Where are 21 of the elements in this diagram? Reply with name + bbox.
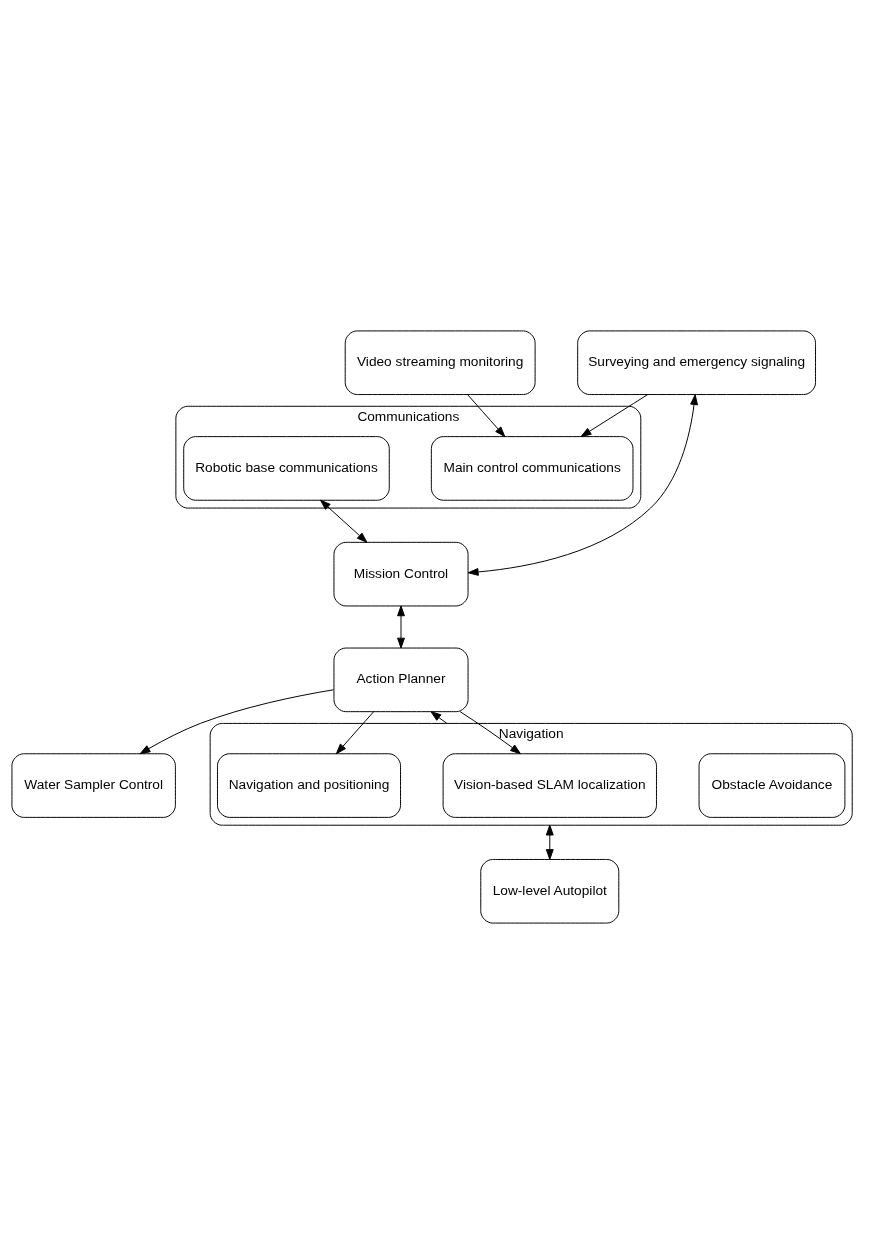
arrow — [467, 393, 506, 437]
arrow — [545, 824, 554, 860]
arrow — [397, 605, 405, 648]
node-box: Obstacle Avoidance — [698, 752, 846, 818]
arrow — [320, 499, 368, 543]
node-box: Robotic base communications — [183, 435, 390, 501]
arrow — [459, 710, 521, 754]
node-box: Low-level Autopilot — [480, 858, 620, 924]
node-box: Main control communications — [430, 435, 634, 501]
node-box: Action Planner — [333, 647, 469, 712]
node-box: Navigation and positioning — [217, 752, 401, 818]
arrow — [139, 688, 335, 754]
node-box: Vision-based SLAM localization — [442, 752, 657, 818]
arrow — [335, 710, 375, 754]
arrow — [430, 710, 448, 724]
arrow — [580, 393, 649, 437]
node-box: Video streaming monitoring — [344, 329, 536, 395]
node-box: Surveying and emergency signaling — [577, 329, 816, 395]
node-box: Water Sampler Control — [11, 752, 176, 818]
arrow — [467, 393, 698, 576]
node-box: Mission Control — [333, 541, 469, 606]
